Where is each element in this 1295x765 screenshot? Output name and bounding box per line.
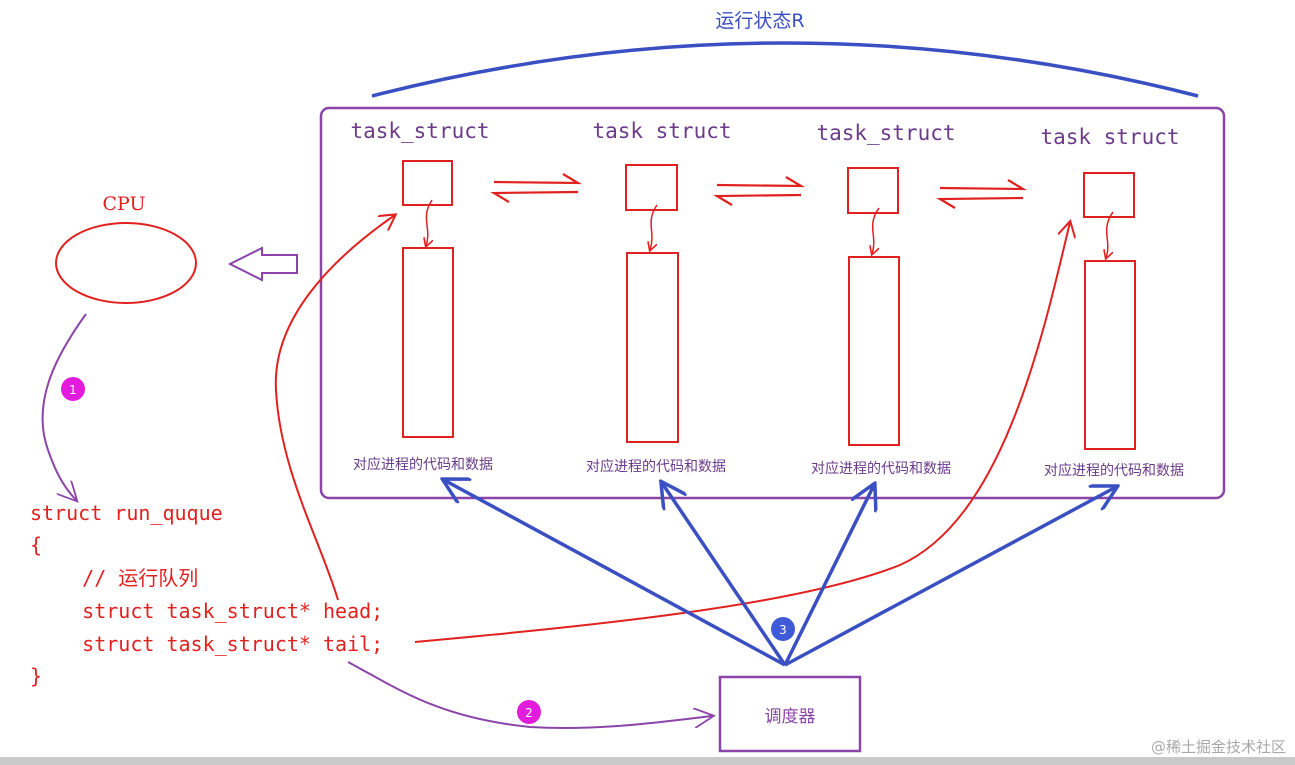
task-1-caption: 对应进程的代码和数据: [353, 456, 493, 473]
badge-2-label: 2: [525, 706, 533, 720]
cpu-label: CPU: [102, 193, 145, 215]
link-arrows-3-4: [936, 179, 1028, 209]
task-1-label: task_struct: [350, 119, 489, 143]
code-line-3: // 运行队列: [34, 566, 198, 590]
task-2: task struct 对应进程的代码和数据: [586, 119, 732, 475]
code-line-5: struct task_struct* tail;: [34, 632, 383, 656]
badge-3-label: 3: [779, 623, 787, 637]
task-4: task struct 对应进程的代码和数据: [1040, 125, 1184, 479]
task-2-caption: 对应进程的代码和数据: [586, 458, 726, 475]
dispatch-arrow-task-2: [662, 483, 787, 666]
task-1-data-box: [402, 247, 454, 438]
code-line-6: }: [30, 664, 42, 688]
task-3-label: task_struct: [816, 121, 955, 145]
code-line-2: {: [30, 533, 42, 557]
run-queue-frame: [319, 106, 1226, 500]
code-block: struct run_quque { // 运行队列 struct task_s…: [30, 501, 383, 688]
cpu-to-struct-arrow: [41, 313, 87, 500]
badge-3: [771, 617, 795, 641]
watermark: @稀土掘金技术社区: [1151, 738, 1286, 756]
task-3-caption: 对应进程的代码和数据: [811, 460, 951, 477]
struct-to-scheduler-arrow: [347, 661, 712, 729]
task-1-node-box: [402, 160, 453, 206]
task-4-node-box: [1083, 172, 1135, 218]
tail-pointer-arrow: [414, 222, 1070, 643]
dispatch-arrow-task-4: [784, 487, 1116, 667]
head-pointer-arrow: [274, 215, 395, 601]
task-1-pointer-arrow: [426, 199, 432, 246]
task-4-pointer-arrow: [1106, 211, 1114, 258]
task-3-pointer-arrow: [872, 207, 880, 254]
task-2-label: task struct: [592, 119, 731, 143]
cpu-hollow-arrow-icon: [227, 246, 298, 282]
code-line-4: struct task_struct* head;: [34, 599, 383, 623]
task-3: task_struct 对应进程的代码和数据: [811, 121, 956, 477]
scheduler-label: 调度器: [765, 707, 816, 727]
task-4-label: task struct: [1040, 125, 1179, 149]
task-2-pointer-arrow: [650, 204, 658, 250]
cpu-ellipse: [55, 222, 197, 304]
task-3-data-box: [848, 256, 900, 446]
diagram-title: 运行状态R: [715, 10, 804, 32]
link-arrows-1-2: [490, 173, 583, 203]
badge-1: [61, 377, 85, 401]
task-2-data-box: [626, 252, 679, 443]
dispatch-arrow-task-3: [783, 485, 874, 666]
badge-2: [517, 700, 541, 724]
link-arrows-2-3: [713, 176, 806, 206]
task-1: task_struct 对应进程的代码和数据: [350, 119, 493, 473]
task-4-caption: 对应进程的代码和数据: [1044, 462, 1184, 479]
scheduler-box: [718, 675, 862, 753]
bottom-strip: [0, 757, 1295, 765]
task-4-data-box: [1084, 260, 1136, 450]
title-arc: [371, 41, 1199, 98]
task-3-node-box: [847, 167, 899, 214]
scheduler-dispatch-arrows: [444, 480, 1116, 667]
dispatch-arrow-task-1: [444, 480, 786, 667]
badge-1-label: 1: [69, 383, 77, 397]
task-2-node-box: [625, 164, 678, 211]
code-line-1: struct run_quque: [30, 501, 223, 525]
